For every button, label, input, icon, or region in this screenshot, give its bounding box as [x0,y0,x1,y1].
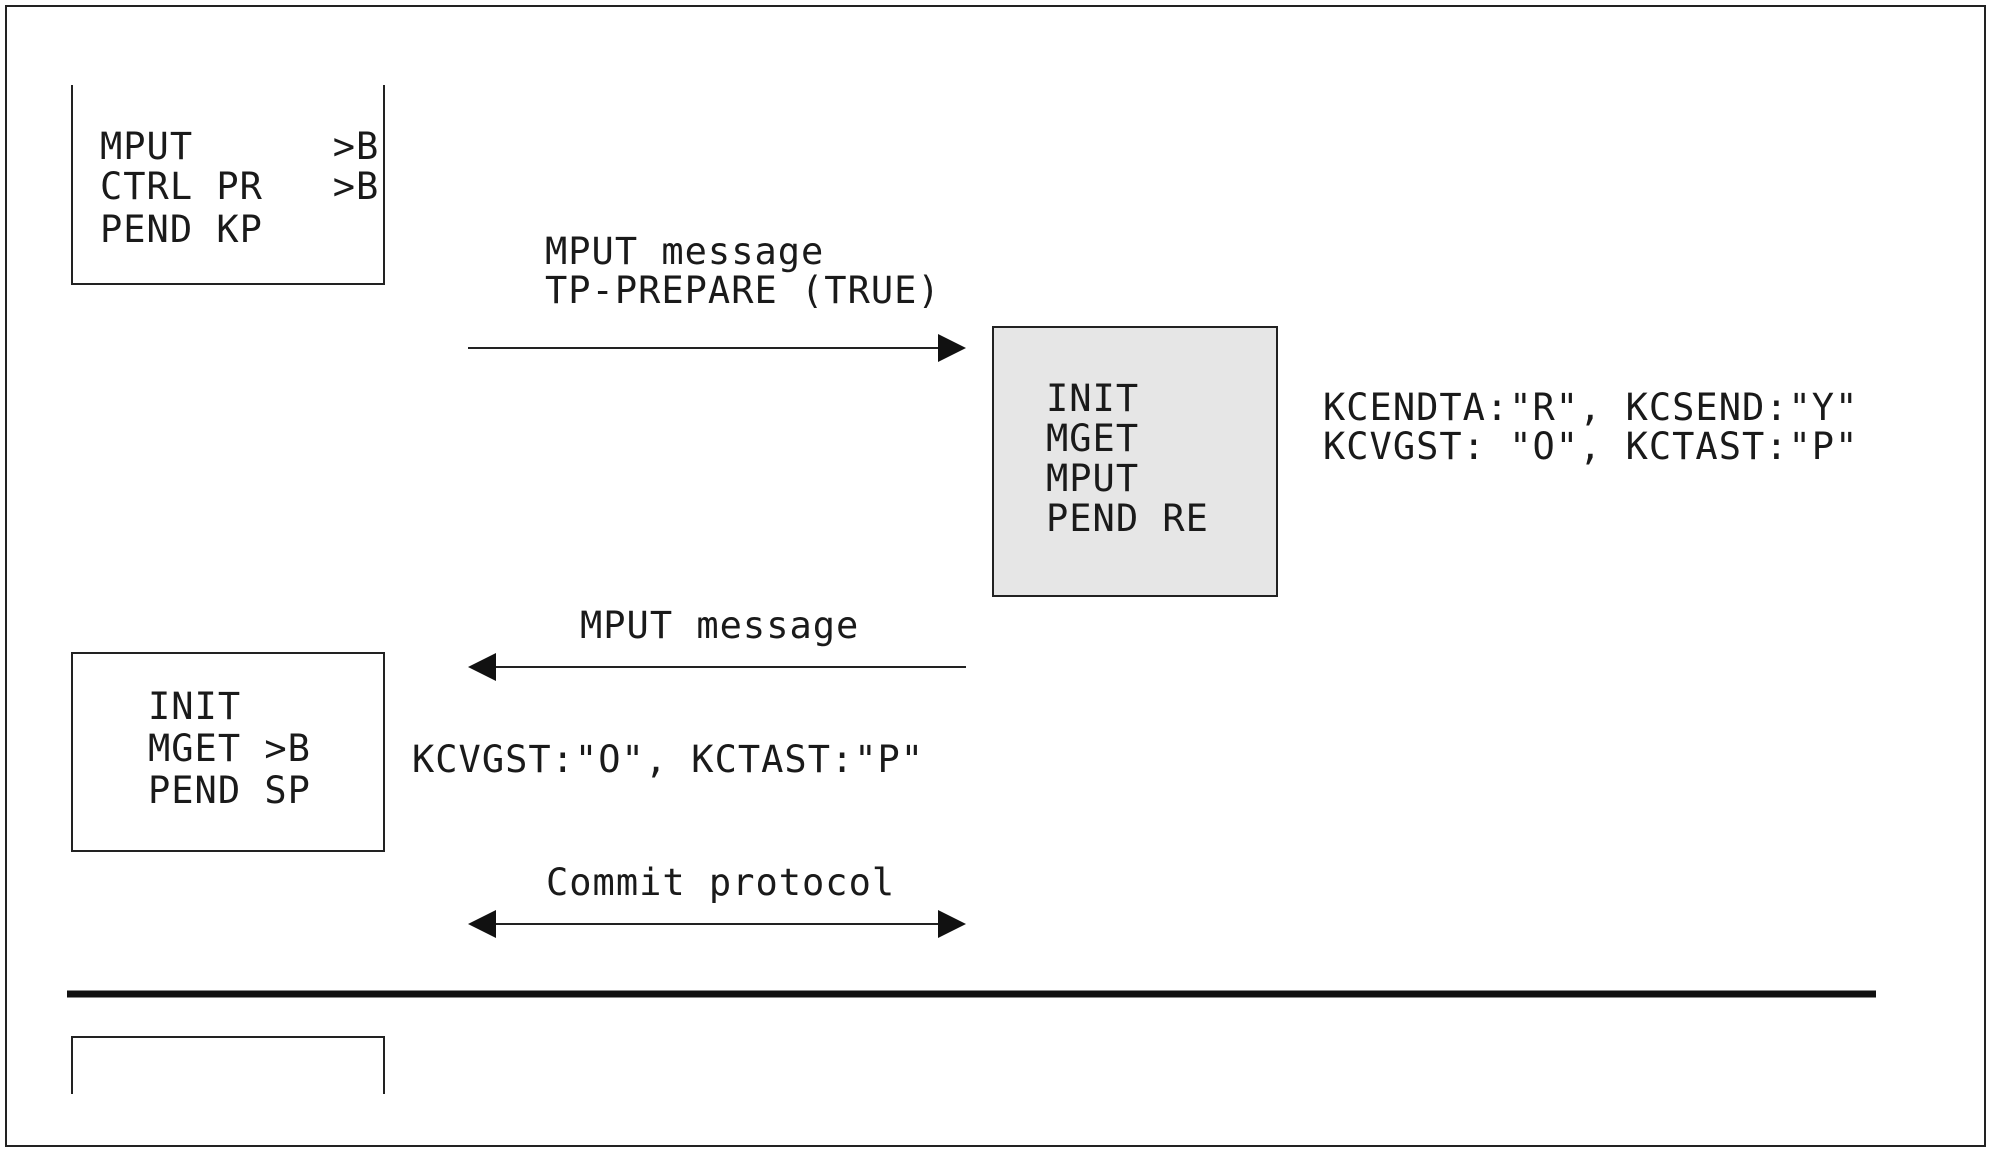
reply-arrow-label: MPUT message [580,604,860,647]
center-box-line-4: PEND RE [1046,497,1209,540]
center-box-line-1: INIT [1046,377,1140,420]
prepare-arrow-label-2: TP-PREPARE (TRUE) [545,269,941,312]
center-status-line-2: KCVGST: "O", KCTAST:"P" [1323,425,1859,468]
top-left-box-line-3: PEND KP [100,208,263,251]
commit-arrow-head-left [468,910,496,938]
mid-left-box-outline [71,652,385,852]
mid-left-box-line-1: INIT [148,685,242,728]
top-left-box-outline [71,85,385,285]
center-box-line-2: MGET [1046,417,1140,460]
commit-arrow-head-right [938,910,966,938]
top-left-box-line-1: MPUT >B [100,125,380,168]
reply-arrow-head [468,653,496,681]
center-box-outline [992,326,1278,597]
commit-arrow-label: Commit protocol [546,861,896,904]
center-box-line-3: MPUT [1046,457,1140,500]
prepare-arrow-head [938,334,966,362]
diagram-frame [5,5,1986,1147]
bottom-left-box-outline [71,1036,385,1094]
mid-left-box-line-3: PEND SP [148,769,311,812]
prepare-arrow-label-1: MPUT message [545,230,825,273]
left-status-text: KCVGST:"O", KCTAST:"P" [412,738,925,781]
mid-left-box-line-2: MGET >B [148,727,311,770]
top-left-box-line-2: CTRL PR >B [100,165,380,208]
center-status-line-1: KCENDTA:"R", KCSEND:"Y" [1323,386,1859,429]
